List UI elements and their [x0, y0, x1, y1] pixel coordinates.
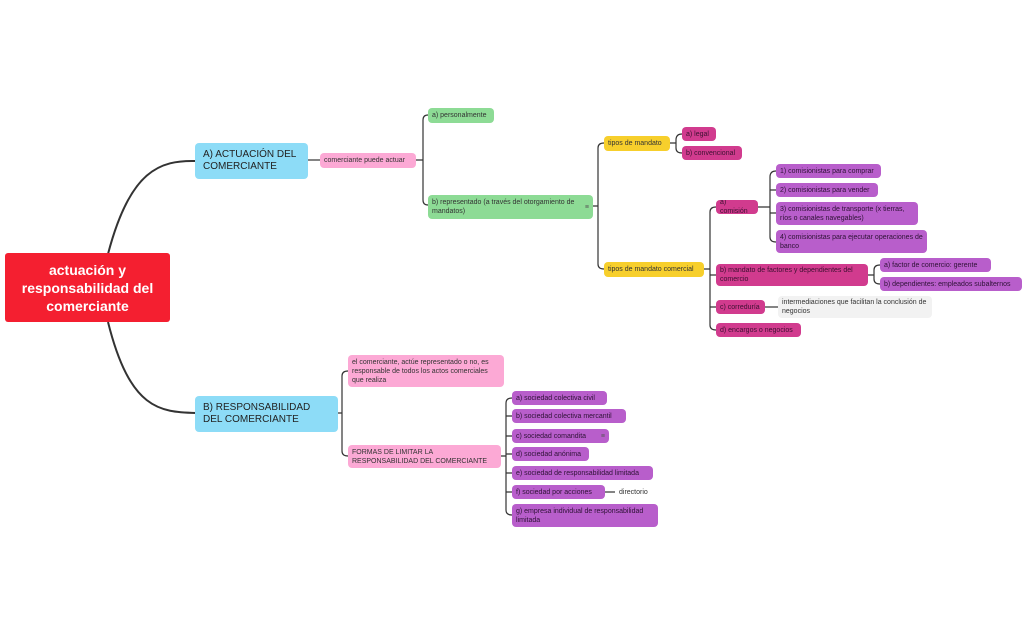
list-item: 3) comisionistas de transporte (x tierra…	[780, 205, 905, 222]
topic-empresa-individual[interactable]: g) empresa individual de responsabilidad…	[512, 504, 658, 527]
topic-encargos-label: d) encargos o negocios	[720, 326, 793, 334]
topic-personalmente[interactable]: a) personalmente	[428, 108, 494, 123]
topic-responsabilidad-label: B) RESPONSABILIDAD DEL COMERCIANTE	[203, 402, 311, 425]
list-item: b) dependientes: empleados subalternos	[884, 280, 1011, 288]
list-item: 1) comisionistas para comprar	[780, 167, 874, 175]
topic-sociedad-colectiva-mercantil[interactable]: b) sociedad colectiva mercantil	[512, 409, 626, 423]
topic-actuacion-label: A) ACTUACIÓN DEL COMERCIANTE	[203, 149, 296, 172]
topic-comisionistas-vender[interactable]: 2) comisionistas para vender	[776, 183, 878, 197]
list-item: e) sociedad de responsabilidad limitada	[516, 469, 639, 477]
topic-sociedad-comandita[interactable]: c) sociedad comandita ≡	[512, 429, 609, 443]
topic-tipos-mandato[interactable]: tipos de mandato	[604, 136, 670, 151]
topic-actuacion[interactable]: A) ACTUACIÓN DEL COMERCIANTE	[195, 143, 308, 179]
topic-puede-actuar[interactable]: comerciante puede actuar	[320, 153, 416, 168]
topic-representado[interactable]: b) representado (a través del otorgamien…	[428, 195, 593, 219]
note-icon[interactable]: ≡	[600, 432, 605, 440]
list-item: c) sociedad comandita	[516, 432, 587, 440]
list-item: g) empresa individual de responsabilidad…	[516, 507, 644, 524]
list-item: f) sociedad por acciones	[516, 488, 592, 496]
topic-directorio[interactable]: directorio	[615, 485, 659, 499]
topic-comisionistas-transporte[interactable]: 3) comisionistas de transporte (x tierra…	[776, 202, 918, 225]
note-icon[interactable]: ≡	[584, 203, 589, 211]
topic-responsabilidad[interactable]: B) RESPONSABILIDAD DEL COMERCIANTE	[195, 396, 338, 432]
topic-correduria[interactable]: c) correduría	[716, 300, 765, 314]
list-item: b) sociedad colectiva mercantil	[516, 412, 612, 420]
topic-factores-label: b) mandato de factores y dependientes de…	[720, 267, 853, 283]
list-item: 2) comisionistas para vender	[780, 186, 870, 194]
topic-comisionistas-banco[interactable]: 4) comisionistas para ejecutar operacion…	[776, 230, 927, 253]
topic-tipos-mandato-label: tipos de mandato	[608, 140, 662, 147]
topic-sociedad-por-acciones[interactable]: f) sociedad por acciones	[512, 485, 605, 499]
list-item: d) sociedad anónima	[516, 450, 581, 458]
topic-convencional[interactable]: b) convencional	[682, 146, 742, 160]
topic-tipos-mandato-comercial-label: tipos de mandato comercial	[608, 266, 694, 273]
topic-legal[interactable]: a) legal	[682, 127, 716, 141]
topic-correduria-label: c) correduría	[720, 303, 760, 311]
topic-convencional-label: b) convencional	[686, 149, 736, 157]
topic-legal-label: a) legal	[686, 130, 709, 138]
topic-formas-limitar[interactable]: FORMAS DE LIMITAR LA RESPONSABILIDAD DEL…	[348, 445, 501, 468]
topic-personalmente-label: a) personalmente	[432, 112, 487, 119]
topic-factor-comercio[interactable]: a) factor de comercio: gerente	[880, 258, 991, 272]
topic-comisionistas-comprar[interactable]: 1) comisionistas para comprar	[776, 164, 881, 178]
topic-directorio-label: directorio	[619, 488, 648, 496]
topic-formas-limitar-label: FORMAS DE LIMITAR LA RESPONSABILIDAD DEL…	[352, 448, 488, 465]
list-item: a) factor de comercio: gerente	[884, 261, 978, 269]
topic-sociedad-colectiva-civil[interactable]: a) sociedad colectiva civil	[512, 391, 607, 405]
topic-comision[interactable]: a) comisión	[716, 200, 758, 214]
topic-tipos-mandato-comercial[interactable]: tipos de mandato comercial	[604, 262, 704, 277]
root-topic-label: actuación y responsabilidad del comercia…	[21, 261, 154, 314]
root-topic[interactable]: actuación y responsabilidad del comercia…	[5, 253, 170, 322]
topic-correduria-note-label: intermediaciones que facilitan la conclu…	[782, 299, 927, 315]
topic-correduria-note[interactable]: intermediaciones que facilitan la conclu…	[778, 296, 932, 318]
topic-sociedad-anonima[interactable]: d) sociedad anónima	[512, 447, 589, 461]
topic-representado-label: b) representado (a través del otorgamien…	[432, 199, 575, 215]
topic-sociedad-responsabilidad-limitada[interactable]: e) sociedad de responsabilidad limitada	[512, 466, 653, 480]
topic-responsable-actos-label: el comerciante, actúe representado o no,…	[352, 358, 489, 384]
topic-encargos[interactable]: d) encargos o negocios	[716, 323, 801, 337]
topic-comision-label: a) comisión	[720, 200, 748, 214]
list-item: a) sociedad colectiva civil	[516, 394, 595, 402]
topic-responsable-actos[interactable]: el comerciante, actúe representado o no,…	[348, 355, 504, 387]
topic-factores[interactable]: b) mandato de factores y dependientes de…	[716, 264, 868, 286]
topic-puede-actuar-label: comerciante puede actuar	[324, 157, 405, 164]
list-item: 4) comisionistas para ejecutar operacion…	[780, 233, 923, 250]
topic-dependientes[interactable]: b) dependientes: empleados subalternos	[880, 277, 1022, 291]
